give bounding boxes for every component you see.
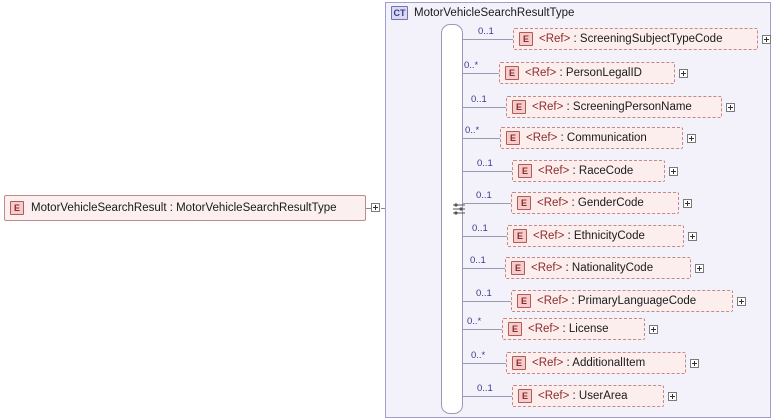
- reference-cardinality: 0..*: [465, 125, 480, 136]
- reference-cardinality: 0..*: [467, 316, 482, 327]
- root-element-box[interactable]: E MotorVehicleSearchResult : MotorVehicl…: [4, 195, 366, 221]
- element-icon: E: [512, 356, 526, 370]
- reference-element-label: <Ref> : RaceCode: [538, 165, 634, 177]
- reference-element-box[interactable]: E <Ref> : Communication: [500, 127, 683, 149]
- reference-element-box[interactable]: E <Ref> : PrimaryLanguageCode: [511, 290, 733, 312]
- element-icon: E: [508, 322, 522, 336]
- ref-tag: <Ref>: [531, 262, 563, 274]
- reference-expand-icon[interactable]: [649, 325, 658, 334]
- connector-line: [463, 107, 506, 108]
- ref-tag: <Ref>: [537, 295, 569, 307]
- connector-root-out: [366, 208, 371, 209]
- reference-element-label: <Ref> : ScreeningSubjectTypeCode: [539, 33, 723, 45]
- reference-cardinality: 0..1: [477, 383, 493, 394]
- root-element-label: MotorVehicleSearchResult : MotorVehicleS…: [31, 202, 337, 214]
- element-icon: E: [517, 294, 531, 308]
- sequence-bar: [441, 24, 463, 414]
- reference-element-box[interactable]: E <Ref> : License: [502, 318, 645, 340]
- reference-element-label: <Ref> : ScreeningPersonName: [532, 101, 692, 113]
- connector-line: [463, 171, 512, 172]
- reference-cardinality: 0..1: [477, 158, 493, 169]
- reference-expand-icon[interactable]: [737, 297, 746, 306]
- reference-element-box[interactable]: E <Ref> : ScreeningSubjectTypeCode: [513, 28, 758, 50]
- element-icon: E: [10, 201, 24, 215]
- sequence-connector-icon: [453, 203, 465, 215]
- ref-tag: <Ref>: [525, 67, 557, 79]
- connector-line: [463, 396, 512, 397]
- ref-tag: <Ref>: [532, 357, 564, 369]
- reference-element-label: <Ref> : GenderCode: [537, 197, 644, 209]
- connector-line: [463, 138, 500, 139]
- element-icon: E: [518, 389, 532, 403]
- reference-cardinality: 0..*: [464, 60, 479, 71]
- reference-element-box[interactable]: E <Ref> : NationalityCode: [505, 257, 691, 279]
- ref-tag: <Ref>: [539, 33, 571, 45]
- complextype-icon: CT: [391, 6, 408, 20]
- reference-element-box[interactable]: E <Ref> : UserArea: [512, 385, 664, 407]
- reference-element-box[interactable]: E <Ref> : AdditionalItem: [506, 352, 686, 374]
- reference-element-label: <Ref> : EthnicityCode: [533, 230, 645, 242]
- reference-expand-icon[interactable]: [690, 359, 699, 368]
- complextype-header: CT MotorVehicleSearchResultType: [391, 6, 574, 20]
- element-icon: E: [517, 196, 531, 210]
- element-icon: E: [505, 66, 519, 80]
- connector-line: [463, 301, 511, 302]
- reference-cardinality: 0..1: [476, 288, 492, 299]
- reference-cardinality: 0..1: [476, 190, 492, 201]
- reference-element-label: <Ref> : NationalityCode: [531, 262, 654, 274]
- element-icon: E: [506, 131, 520, 145]
- element-icon: E: [513, 229, 527, 243]
- reference-cardinality: 0..1: [470, 255, 486, 266]
- reference-cardinality: 0..1: [478, 26, 494, 37]
- reference-element-box[interactable]: E <Ref> : PersonLegalID: [499, 62, 675, 84]
- ref-tag: <Ref>: [538, 390, 570, 402]
- ref-tag: <Ref>: [538, 165, 570, 177]
- connector-line: [463, 329, 502, 330]
- ref-tag: <Ref>: [537, 197, 569, 209]
- reference-cardinality: 0..1: [471, 94, 487, 105]
- connector-line: [463, 39, 513, 40]
- reference-cardinality: 0..1: [472, 223, 488, 234]
- connector-line: [463, 236, 507, 237]
- reference-element-label: <Ref> : PrimaryLanguageCode: [537, 295, 697, 307]
- reference-expand-icon[interactable]: [688, 232, 697, 241]
- reference-element-box[interactable]: E <Ref> : RaceCode: [512, 160, 665, 182]
- reference-element-label: <Ref> : PersonLegalID: [525, 67, 642, 79]
- reference-expand-icon[interactable]: [669, 167, 678, 176]
- reference-element-label: <Ref> : UserArea: [538, 390, 628, 402]
- reference-expand-icon[interactable]: [683, 199, 692, 208]
- ref-tag: <Ref>: [528, 323, 560, 335]
- connector-line: [463, 203, 511, 204]
- reference-expand-icon[interactable]: [762, 35, 771, 44]
- reference-element-label: <Ref> : Communication: [526, 132, 647, 144]
- connector-line: [463, 73, 499, 74]
- element-icon: E: [519, 32, 533, 46]
- ref-tag: <Ref>: [526, 132, 558, 144]
- connector-line: [463, 268, 505, 269]
- ref-tag: <Ref>: [533, 230, 565, 242]
- ref-tag: <Ref>: [532, 101, 564, 113]
- root-expand-icon[interactable]: [371, 203, 380, 212]
- reference-element-label: <Ref> : License: [528, 323, 609, 335]
- reference-expand-icon[interactable]: [679, 69, 688, 78]
- reference-expand-icon[interactable]: [687, 134, 696, 143]
- reference-element-label: <Ref> : AdditionalItem: [532, 357, 646, 369]
- element-icon: E: [511, 261, 525, 275]
- element-icon: E: [512, 100, 526, 114]
- reference-expand-icon[interactable]: [668, 392, 677, 401]
- reference-expand-icon[interactable]: [726, 103, 735, 112]
- reference-expand-icon[interactable]: [695, 264, 704, 273]
- element-icon: E: [518, 164, 532, 178]
- reference-element-box[interactable]: E <Ref> : GenderCode: [511, 192, 679, 214]
- complextype-title: MotorVehicleSearchResultType: [414, 7, 575, 19]
- reference-element-box[interactable]: E <Ref> : ScreeningPersonName: [506, 96, 722, 118]
- connector-line: [463, 363, 506, 364]
- reference-element-box[interactable]: E <Ref> : EthnicityCode: [507, 225, 684, 247]
- reference-cardinality: 0..*: [471, 350, 486, 361]
